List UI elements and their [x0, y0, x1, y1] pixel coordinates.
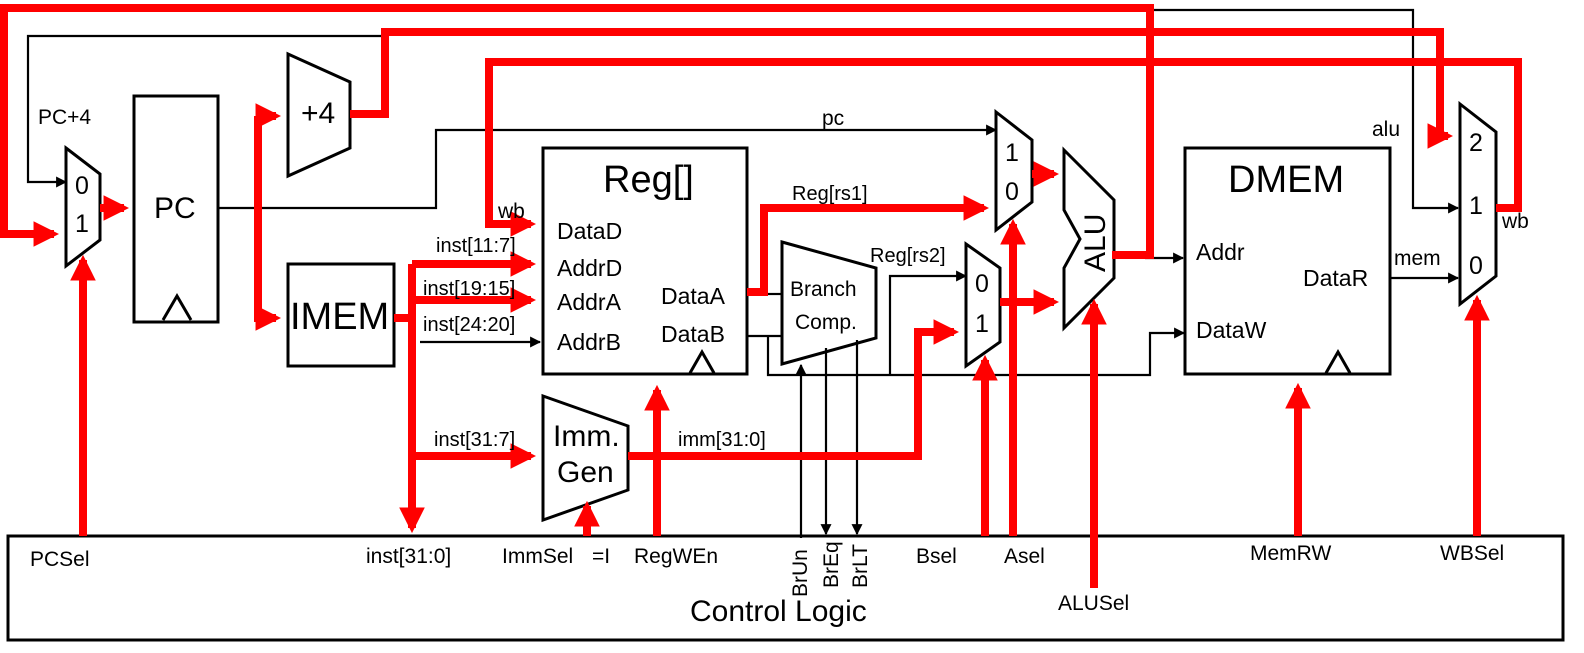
pc-clock-icon — [161, 293, 193, 321]
a-mux — [994, 108, 1034, 234]
inst-11-7-label: inst[11:7] — [436, 235, 516, 257]
inst-31-7-label: inst[31:7] — [434, 429, 515, 451]
register-file-label: Reg[] — [603, 159, 694, 201]
alu-label: ALU — [1079, 214, 1112, 272]
inst-31-0-label: inst[31:0] — [366, 545, 451, 568]
inst-19-15-label: inst[19:15] — [423, 278, 515, 300]
blocks: 0 1 PC +4 IMEM Reg[] DataD AddrD AddrA A… — [6, 51, 1565, 642]
wb-mux-input-0: 0 — [1469, 252, 1483, 280]
reg-rs1-label: Reg[rs1] — [792, 183, 868, 205]
mem-wire-label: mem — [1394, 247, 1441, 270]
pc-mux — [64, 144, 102, 270]
bsel-label: Bsel — [916, 545, 957, 568]
immsel-label: ImmSel — [502, 545, 573, 568]
pcsel-label: PCSel — [30, 548, 90, 571]
pc-to-imem-path — [254, 116, 282, 331]
port-datar: DataR — [1303, 265, 1368, 291]
datab-down-wire — [766, 327, 1186, 377]
alu-wire-label: alu — [1372, 118, 1400, 141]
brlt-label: BrLT — [849, 544, 872, 588]
dmem-label: DMEM — [1228, 159, 1344, 201]
wbsel-label: WBSel — [1440, 542, 1504, 565]
rs1-to-amux-path — [747, 195, 990, 296]
immsel-value-label: =I — [592, 545, 610, 568]
a-mux-input-1: 1 — [1005, 139, 1019, 167]
b-mux-input-0: 0 — [975, 270, 989, 298]
regwen-label: RegWEn — [634, 545, 718, 568]
imm-gen — [541, 393, 630, 523]
wb-mux-input-2: 2 — [1469, 129, 1483, 157]
wire-labels: PC+4 wb pc Reg[rs1] Reg[rs2] inst[11:7] … — [38, 106, 1529, 451]
breq-label: BrEq — [820, 541, 843, 588]
port-dataa: DataA — [661, 283, 726, 309]
imm-gen-label-line1: Imm. — [553, 420, 620, 453]
brun-label: BrUn — [789, 549, 812, 597]
memrw-label: MemRW — [1250, 542, 1331, 565]
reg-rs2-label: Reg[rs2] — [870, 245, 946, 267]
port-datab: DataB — [661, 321, 725, 347]
port-dataw: DataW — [1196, 317, 1267, 343]
imm-to-bmux-path — [628, 319, 960, 460]
pc-register-label: PC — [154, 192, 196, 225]
plus4-adder — [286, 51, 352, 179]
active-path — [0, 4, 1522, 588]
control-logic-block — [6, 534, 1565, 642]
inst-24-20-label: inst[24:20] — [423, 314, 515, 336]
port-datad: DataD — [557, 218, 622, 244]
alu — [1062, 146, 1116, 332]
pc-plus4-feedback-wire — [26, 34, 383, 188]
pc-plus4-label: PC+4 — [38, 106, 91, 129]
control-logic-label: Control Logic — [690, 595, 867, 628]
imem-label: IMEM — [290, 296, 389, 338]
port-addrb: AddrB — [557, 329, 621, 355]
alu-to-pc-path — [0, 4, 1154, 259]
alusel-label: ALUSel — [1058, 592, 1129, 615]
reg-rs2-wire — [888, 270, 968, 375]
pc-wire-label: pc — [822, 107, 844, 130]
plus4-adder-label: +4 — [301, 97, 335, 130]
pc-register — [132, 94, 220, 324]
wb-mux-input-1: 1 — [1469, 192, 1483, 220]
register-file — [541, 146, 749, 376]
port-addra: AddrA — [557, 289, 622, 315]
pc-plus4-to-wb-path — [350, 28, 1454, 149]
register-file-clock-icon — [688, 348, 716, 374]
imm-gen-label-line2: Gen — [557, 456, 614, 489]
wb-mux-input1-wire — [1152, 8, 1460, 214]
wb-right-label: wb — [1501, 210, 1529, 233]
pc-to-amux-wire — [218, 124, 998, 210]
pc-mux-input-0: 0 — [75, 172, 89, 200]
dmem-clock-icon — [1324, 348, 1352, 374]
branch-comparator — [780, 240, 878, 366]
port-addr: Addr — [1196, 239, 1245, 265]
wb-left-label: wb — [497, 200, 525, 223]
b-mux-input-1: 1 — [975, 310, 989, 338]
control-signal-labels: PCSel inst[31:0] ImmSel =I RegWEn BrUn B… — [30, 541, 1504, 615]
wb-mux — [1458, 100, 1498, 308]
port-addrd: AddrD — [557, 255, 622, 281]
pc-mux-input-1: 1 — [75, 210, 89, 238]
a-mux-input-0: 0 — [1005, 178, 1019, 206]
branch-comparator-label-line2: Comp. — [795, 311, 857, 334]
dmem-block — [1183, 146, 1392, 376]
wb-to-datad-path — [485, 58, 1522, 237]
b-mux — [964, 241, 1002, 369]
imm-31-0-label: imm[31:0] — [678, 429, 766, 451]
black-wires — [26, 8, 1460, 538]
asel-label: Asel — [1004, 545, 1045, 568]
branch-comparator-label-line1: Branch — [790, 278, 857, 301]
